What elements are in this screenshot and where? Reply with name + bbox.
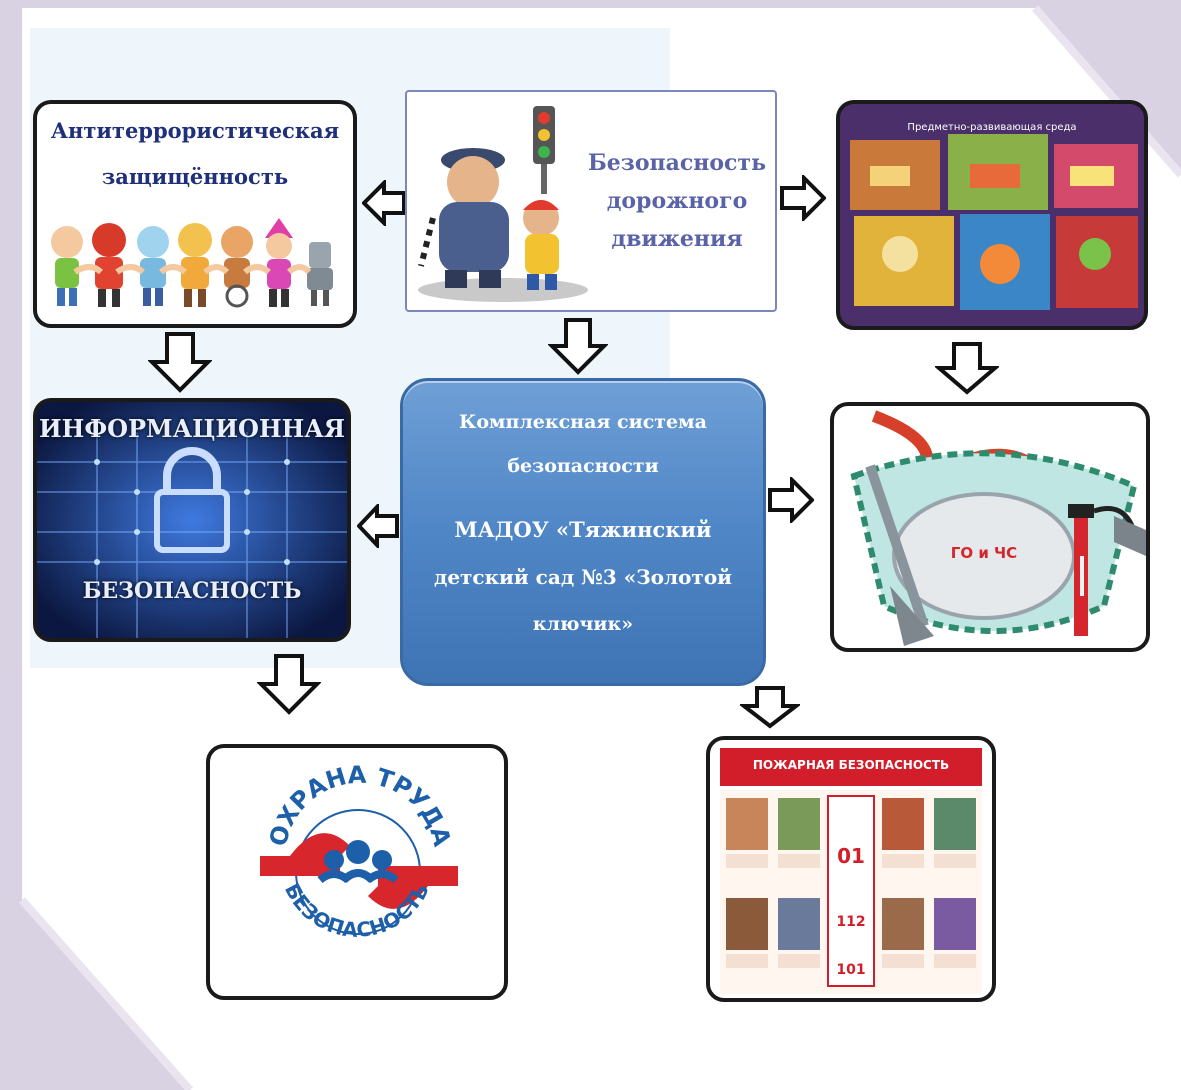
child-figure [51,226,83,306]
arrow-down-info [257,654,321,715]
arrow-right-civil [768,477,814,523]
traffic-title-line3: движения [611,226,743,252]
arrow-left-antiterror [362,180,406,226]
child-figure [137,226,169,306]
arrow-down-classroom [935,342,999,395]
poster-panel [726,898,768,968]
poster-panel [778,798,820,868]
poster-panel [934,798,976,868]
child-figure [92,223,126,307]
center-line3: МАДОУ «Тяжинский [454,517,712,542]
fire-number-1: 01 [837,844,865,868]
center-line5: ключик» [532,613,634,635]
classroom-collage-image [840,104,1144,326]
arrow-left-info [357,504,399,548]
civil-defense-label: ГО и ЧС [950,544,1018,562]
fire-safety-card: ПОЖАРНАЯ БЕЗОПАСНОСТЬ 01 112 101 [706,736,996,1002]
fire-safety-header [720,748,982,786]
circuit-lock-image [37,402,347,638]
civil-defense-card: ГО и ЧС [830,402,1150,652]
arrow-down-antiterror [148,332,212,393]
child-figure [221,226,253,308]
fire-safety-poster [720,790,982,994]
civil-defense-emblem [850,410,1146,646]
arrow-down-traffic [548,318,608,375]
traffic-title-line2: дорожного [606,188,748,214]
traffic-title-line1: Безопасность [588,150,766,176]
poster-panel [726,798,768,868]
center-line1: Комплексная система [459,411,707,433]
classroom-caption: Предметно-развивающая среда [907,122,1077,133]
info-security-card: ИНФОРМАЦИОННАЯ БЕЗОПАСНОСТЬ [33,398,351,642]
fire-number-3: 101 [836,962,866,978]
fire-safety-title: ПОЖАРНАЯ БЕЗОПАСНОСТЬ [752,758,950,772]
child-figure [265,218,293,307]
labor-protection-card: ОХРАНА ТРУДА БЕЗОПАСНОСТЬ [206,744,508,1000]
police-officer-illustration [418,106,588,302]
center-line2: безопасности [507,455,659,477]
arrow-right-classroom [780,175,826,221]
children-illustration [51,218,333,308]
antiterror-card: Антитеррористическая защищённость [33,100,357,328]
antiterror-title-line1: Антитеррористическая [50,118,340,143]
poster-panel [778,898,820,968]
child-figure [307,242,333,306]
poster-panel [882,798,924,868]
arrow-down-center [740,686,800,729]
antiterror-title-line2: защищённость [101,164,289,189]
central-system-box: Комплексная система безопасности МАДОУ «… [400,378,766,686]
labor-protection-logo: ОХРАНА ТРУДА БЕЗОПАСНОСТЬ [260,761,458,942]
info-security-top-label: ИНФОРМАЦИОННАЯ [38,414,346,443]
info-security-bottom-label: БЕЗОПАСНОСТЬ [82,578,302,604]
child-figure [178,223,212,307]
poster-panel [882,898,924,968]
center-line4: детский сад №3 «Золотой [433,565,733,589]
fire-number-2: 112 [836,914,866,930]
poster-panel [934,898,976,968]
traffic-card: Безопасность дорожного движения [405,90,777,312]
classroom-card: Предметно-развивающая среда [836,100,1148,330]
